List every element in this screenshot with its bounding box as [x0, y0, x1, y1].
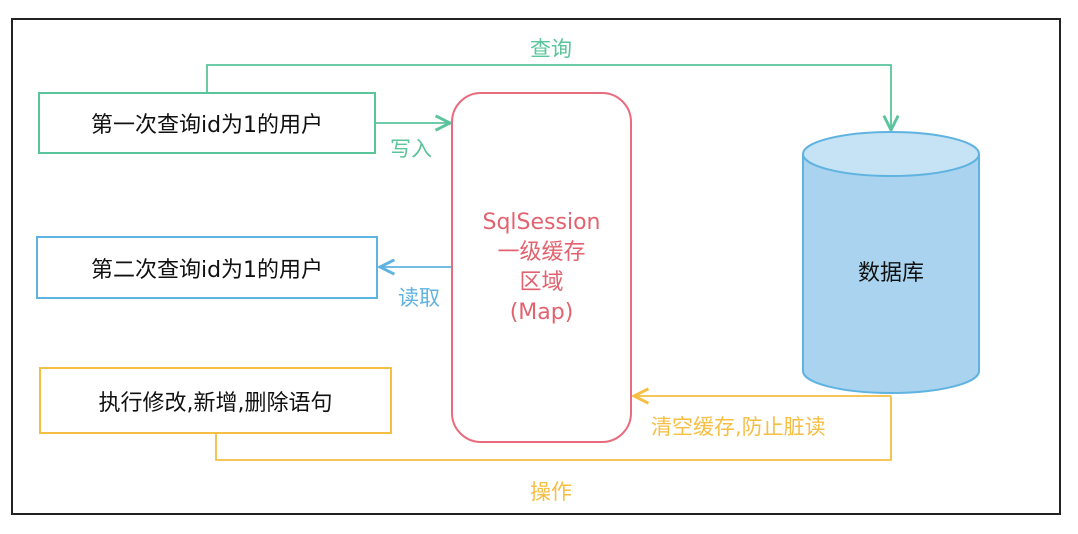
first-query-box: 第一次查询id为1的用户 — [38, 92, 376, 154]
diagram-frame — [11, 18, 1061, 515]
sqlsession-cache-box: SqlSession 一级缓存 区域 (Map) — [451, 92, 632, 443]
operate-label: 操作 — [530, 480, 572, 504]
query-arrow — [206, 64, 891, 130]
database-cylinder — [802, 131, 980, 394]
cache-line-3: 区域 — [519, 269, 564, 295]
cache-line-2: 一级缓存 — [497, 239, 586, 265]
query-label: 查询 — [530, 37, 572, 61]
database-label: 数据库 — [857, 261, 924, 286]
cache-line-4: (Map) — [509, 299, 574, 325]
clear-cache-label: 清空缓存,防止脏读 — [651, 415, 826, 439]
second-query-box: 第二次查询id为1的用户 — [36, 236, 378, 299]
operate-line — [215, 396, 892, 461]
read-label: 读取 — [398, 286, 440, 310]
modify-statement-box: 执行修改,新增,删除语句 — [39, 367, 392, 434]
cache-line-1: SqlSession — [482, 209, 601, 235]
write-label: 写入 — [390, 137, 432, 161]
